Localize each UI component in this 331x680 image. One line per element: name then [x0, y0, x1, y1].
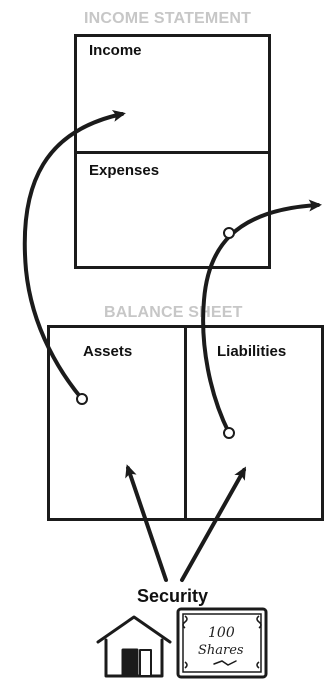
- house-icon: [96, 615, 172, 678]
- certificate-shares: Shares: [198, 643, 244, 658]
- security-to-liabilities-arrow: [180, 466, 246, 582]
- assets-to-income-arrow: [22, 110, 126, 405]
- liabilities-to-right-arrow: [201, 199, 322, 439]
- income-statement-divider: [74, 151, 271, 154]
- balance-sheet-divider: [184, 325, 187, 521]
- expenses-label: Expenses: [89, 162, 160, 179]
- security-label: Security: [137, 586, 209, 606]
- balance-sheet-title: BALANCE SHEET: [104, 304, 243, 321]
- income-statement-title: INCOME STATEMENT: [84, 10, 252, 27]
- certificate-number: 100: [208, 625, 235, 641]
- income-label: Income: [89, 42, 142, 59]
- liabilities-label: Liabilities: [217, 343, 287, 360]
- assets-label: Assets: [83, 343, 133, 360]
- security-to-assets-arrow: [125, 464, 168, 582]
- share-certificate-icon: 100 Shares: [176, 607, 268, 679]
